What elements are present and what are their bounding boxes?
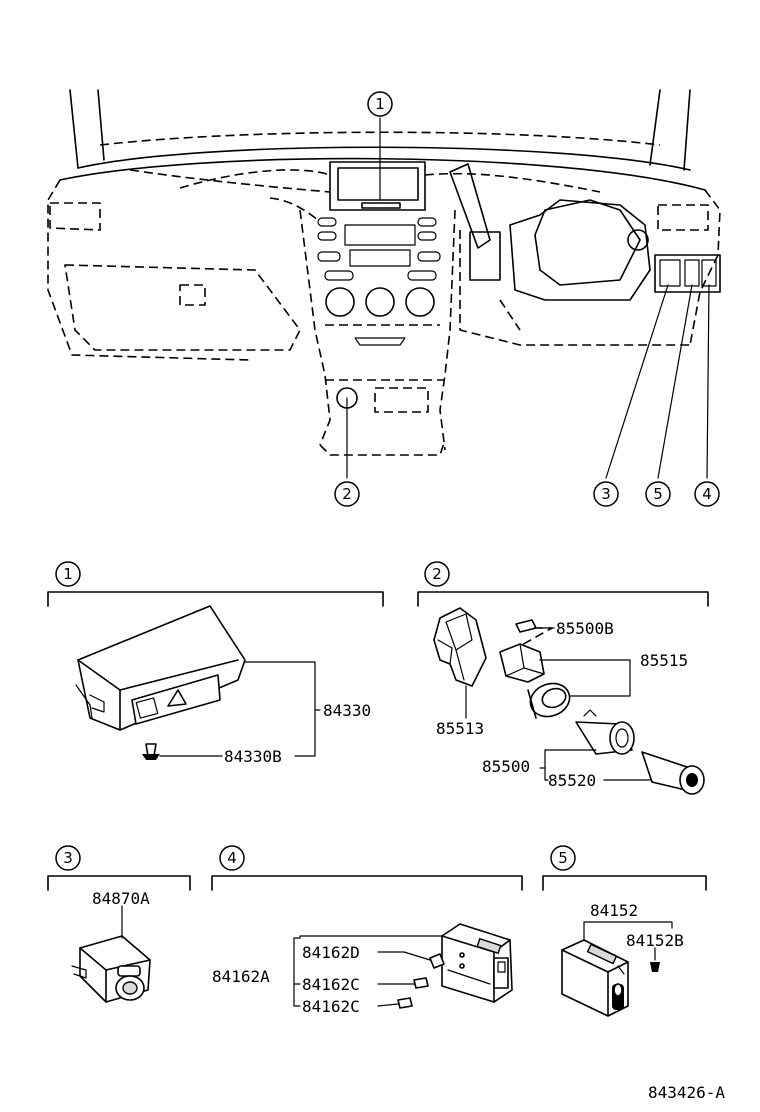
part-84330: 84330 xyxy=(323,701,371,720)
part-84162C-2: 84162C xyxy=(302,997,360,1016)
section-5-number: 5 xyxy=(558,849,568,867)
callout-5: 5 xyxy=(645,481,671,507)
element-85500 xyxy=(575,709,635,755)
section-3: 3 84870A xyxy=(47,845,191,1003)
figure-code: 843426-A xyxy=(648,1083,725,1102)
mirror-switch-84870A xyxy=(71,935,151,1003)
callout-3-label: 3 xyxy=(601,485,611,503)
socket-85515 xyxy=(499,643,571,719)
bulb-85500B xyxy=(515,619,537,633)
section-5: 5 84152 84152B xyxy=(542,845,707,1017)
callout-4-label: 4 xyxy=(702,485,712,503)
dimmer-switch-84152 xyxy=(561,939,629,1017)
section-1: 1 84330 84330B xyxy=(47,561,384,766)
part-85513: 85513 xyxy=(436,719,484,738)
bracket-85513 xyxy=(433,607,487,687)
section-4-number: 4 xyxy=(227,849,237,867)
bulb-84152B xyxy=(650,962,660,972)
socket-84162D xyxy=(429,953,445,969)
callout-1-label: 1 xyxy=(375,95,385,113)
section-2: 2 xyxy=(417,561,709,795)
section-1-number: 1 xyxy=(63,565,73,583)
part-85500B: 85500B xyxy=(556,619,614,638)
part-84870A: 84870A xyxy=(92,889,150,908)
socket-84162C-b xyxy=(397,997,413,1009)
section-4: 4 84162D 84162A 84162C 84162C xyxy=(211,845,523,1016)
callout-5-label: 5 xyxy=(653,485,663,503)
section-3-number: 3 xyxy=(63,849,73,867)
clip-84330B xyxy=(142,743,160,760)
part-85515: 85515 xyxy=(640,651,688,670)
part-84162D: 84162D xyxy=(302,943,360,962)
callout-1: 1 xyxy=(367,91,393,117)
callout-4: 4 xyxy=(694,481,720,507)
dashboard-overview xyxy=(47,89,721,479)
switch-84162A xyxy=(441,923,513,1003)
part-85520: 85520 xyxy=(548,771,596,790)
part-84152: 84152 xyxy=(590,901,638,920)
part-84330B: 84330B xyxy=(224,747,282,766)
callout-2: 2 xyxy=(334,481,360,507)
knob-85520 xyxy=(641,751,705,795)
part-84152B: 84152B xyxy=(626,931,684,950)
part-85500: 85500 xyxy=(482,757,530,776)
callout-3: 3 xyxy=(593,481,619,507)
section-2-number: 2 xyxy=(432,565,442,583)
hazard-switch-housing xyxy=(75,605,246,731)
part-84162C-1: 84162C xyxy=(302,975,360,994)
part-84162A: 84162A xyxy=(212,967,270,986)
callout-2-label: 2 xyxy=(342,485,352,503)
socket-84162C-a xyxy=(413,977,429,989)
